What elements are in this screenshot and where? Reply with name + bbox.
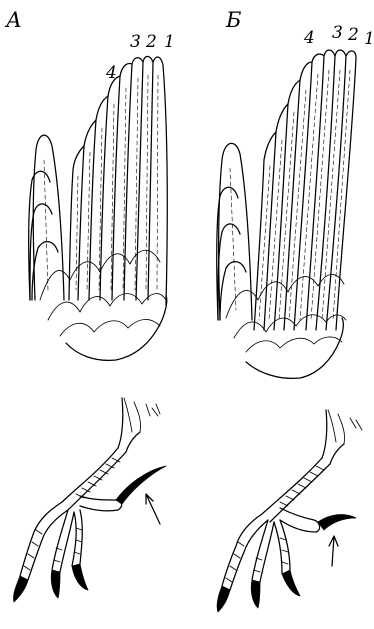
panel-a-toe-claw-1 <box>13 576 28 602</box>
panel-b-feather-4-label: 4 <box>303 28 315 48</box>
panel-b-secondary-1 <box>219 143 252 320</box>
panel-a-feather-4-label: 4 <box>105 63 117 83</box>
panel-b-tibia <box>322 410 344 464</box>
panel-b-toe-3 <box>274 520 290 574</box>
panel-a-toe-claw-3 <box>72 564 88 590</box>
panel-a-tibia-feathers <box>124 398 160 432</box>
panel-b-toe-claw-3 <box>282 570 300 596</box>
panel-a-tibia <box>118 398 140 452</box>
panel-a-secondary-1 <box>33 135 64 300</box>
panel-b-toe-claw-1 <box>217 586 230 612</box>
panel-a-toe-claw-2 <box>51 570 60 598</box>
panel-a-secondary-2 <box>29 171 50 300</box>
panel-b-toe-claw-2 <box>251 580 260 608</box>
panel-b-hind-claw <box>318 515 356 530</box>
panel-a-letter: А <box>4 8 22 32</box>
panel-b-feather-1-label: 1 <box>364 29 374 49</box>
panel-b-feather-2-label: 2 <box>347 25 359 45</box>
panel-b-secondary-3 <box>218 224 240 320</box>
panel-b-arrow <box>329 536 338 566</box>
panel-a-primary-4 <box>112 64 132 301</box>
panel-b-toe-2 <box>252 520 274 582</box>
panel-a-feather-3-label: 3 <box>130 32 141 52</box>
panel-a-primary-7 <box>78 120 96 300</box>
panel-b-wing <box>217 50 356 378</box>
panel-a-wing <box>29 56 168 360</box>
panel-b-letter: Б <box>225 8 241 32</box>
panel-b-primary-8 <box>254 132 276 330</box>
panel-b: Б 4 3 2 1 <box>217 8 374 612</box>
panel-b-primary-1 <box>326 51 356 330</box>
panel-a: А 4 3 2 1 <box>4 8 175 602</box>
panel-a-toe-3 <box>72 510 82 566</box>
panel-a-arrow <box>146 494 160 524</box>
panel-a-secondary-4 <box>32 242 58 300</box>
panel-a-hind-toe <box>80 496 122 511</box>
panel-b-feather-3-label: 3 <box>332 23 343 43</box>
panel-a-feather-1-label: 1 <box>164 32 175 52</box>
panel-a-foot <box>13 398 166 602</box>
panel-b-secondary-4 <box>220 262 246 320</box>
panel-b-tibia-feathers <box>328 410 362 444</box>
panel-b-hind-toe <box>280 508 320 532</box>
panel-a-hind-claw <box>116 466 166 504</box>
panel-a-wing-base <box>66 296 167 360</box>
panel-b-foot <box>217 410 362 612</box>
panel-a-feather-2-label: 2 <box>145 32 157 52</box>
